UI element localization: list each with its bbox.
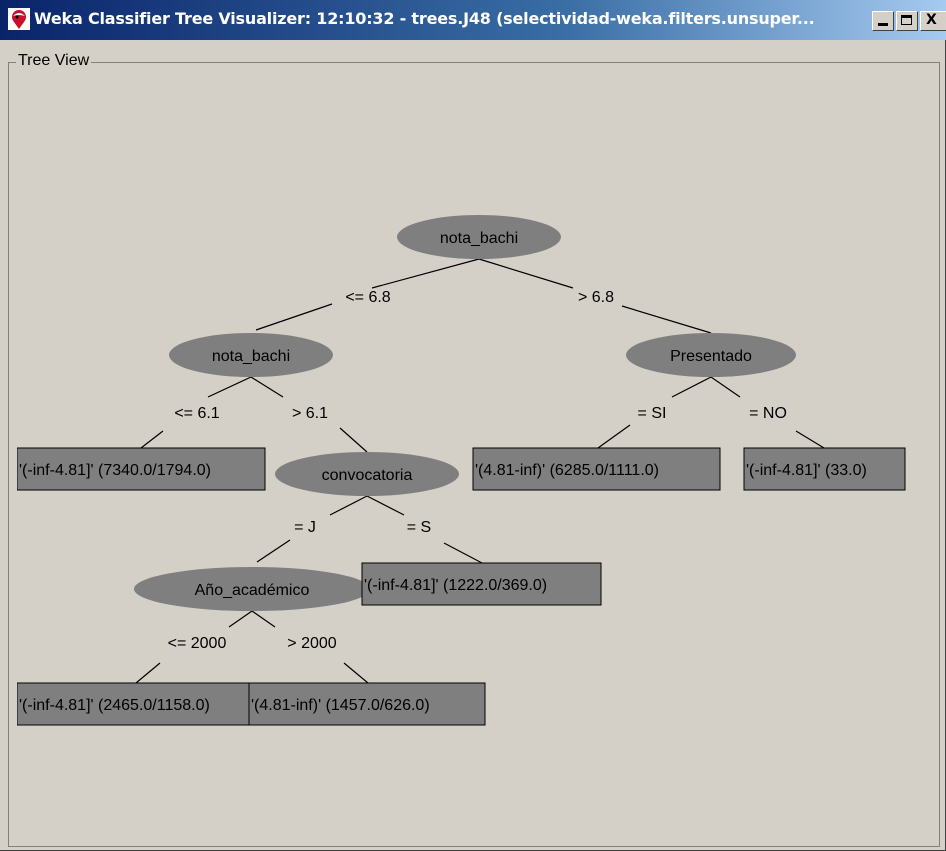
edge-line [207, 376, 252, 398]
tree-edge: = J [256, 495, 368, 563]
close-icon: X [926, 12, 937, 28]
tree-edge: <= 2000 [135, 610, 253, 684]
edge-line [256, 539, 291, 563]
tree-edge: > 2000 [251, 610, 369, 684]
edge-line [250, 376, 284, 398]
split-node-shape [626, 333, 796, 377]
edge-line [478, 258, 574, 289]
edge-line [671, 376, 712, 398]
close-button[interactable]: X [920, 11, 946, 31]
split-node-shape [275, 452, 459, 496]
tree-edge: = SI [597, 376, 712, 449]
edge-line [255, 303, 333, 331]
split-node[interactable]: convocatoria [275, 452, 459, 496]
split-node-label: nota_bachi [212, 348, 290, 365]
edge-line [621, 305, 712, 334]
window-title: Weka Classifier Tree Visualizer: 12:10:3… [34, 9, 815, 28]
leaf-node[interactable]: '(-inf-4.81]' (1222.0/369.0) [361, 562, 602, 606]
edge-label: = J [294, 519, 316, 536]
edge-line [228, 610, 253, 628]
split-node-shape [397, 215, 561, 259]
leaf-node-label: '(-inf-4.81]' (2465.0/1158.0) [19, 697, 210, 714]
edge-line [371, 258, 480, 289]
edge-line [710, 376, 741, 398]
edge-line [339, 427, 368, 453]
edge-line [795, 430, 825, 449]
leaf-node-label: '(-inf-4.81]' (1222.0/369.0) [364, 577, 547, 594]
edge-label: <= 6.8 [345, 289, 390, 306]
edge-line [597, 424, 631, 449]
edge-line [366, 495, 405, 516]
edge-label: > 2000 [287, 635, 336, 652]
split-node-label: convocatoria [322, 467, 413, 484]
maximize-button[interactable] [896, 11, 918, 31]
leaf-node[interactable]: '(-inf-4.81]' (7340.0/1794.0) [17, 447, 266, 491]
tree-edge: > 6.1 [250, 376, 368, 453]
tree-edge: <= 6.1 [140, 376, 252, 449]
leaf-node[interactable]: '(-inf-4.81]' (2465.0/1158.0) [17, 682, 250, 726]
tree-view-label: Tree View [16, 52, 92, 70]
leaf-node[interactable]: '(-inf-4.81]' (33.0) [743, 447, 906, 491]
weka-bird-icon [8, 8, 30, 30]
title-bar[interactable]: Weka Classifier Tree Visualizer: 12:10:3… [0, 0, 946, 40]
leaf-node-label: '(4.81-inf)' (6285.0/1111.0) [475, 462, 659, 479]
split-node-label: nota_bachi [440, 230, 518, 247]
split-node-label: Presentado [670, 348, 752, 365]
leaf-node-box [743, 447, 906, 491]
tree-edge: = S [366, 495, 483, 564]
edge-line [343, 662, 369, 684]
split-node[interactable]: nota_bachi [169, 333, 333, 377]
split-node[interactable]: Presentado [626, 333, 796, 377]
edge-label: <= 6.1 [174, 405, 219, 422]
edge-line [329, 495, 368, 516]
tree-edge: <= 6.8 [255, 258, 480, 331]
edge-line [251, 610, 276, 628]
minimize-button[interactable] [872, 11, 894, 31]
edge-label: = S [407, 519, 431, 536]
leaf-node-label: '(-inf-4.81]' (7340.0/1794.0) [19, 462, 211, 479]
maximize-icon [901, 15, 912, 25]
leaf-node-box [248, 682, 486, 726]
edge-label: > 6.8 [578, 289, 614, 306]
split-node-shape [134, 567, 370, 611]
leaf-node-box [472, 447, 721, 491]
edge-line [140, 430, 164, 449]
leaf-node-box [361, 562, 602, 606]
leaf-node-label: '(4.81-inf)' (1457.0/626.0) [251, 697, 430, 714]
split-node-label: Año_académico [195, 582, 310, 599]
leaf-node-box [17, 447, 266, 491]
leaf-node[interactable]: '(4.81-inf)' (1457.0/626.0) [248, 682, 486, 726]
tree-view-panel [8, 62, 940, 847]
split-node[interactable]: nota_bachi [397, 215, 561, 259]
edge-label: = NO [749, 405, 787, 422]
split-node-shape [169, 333, 333, 377]
tree-edge: = NO [710, 376, 825, 449]
leaf-node-label: '(-inf-4.81]' (33.0) [746, 462, 867, 479]
minimize-icon [878, 23, 888, 26]
tree-edge: > 6.8 [478, 258, 712, 334]
edge-line [135, 662, 161, 684]
edge-label: <= 2000 [168, 635, 227, 652]
leaf-node[interactable]: '(4.81-inf)' (6285.0/1111.0) [472, 447, 721, 491]
edge-label: = SI [638, 405, 667, 422]
split-node[interactable]: Año_académico [134, 567, 370, 611]
edge-line [443, 542, 483, 564]
edge-label: > 6.1 [292, 405, 328, 422]
